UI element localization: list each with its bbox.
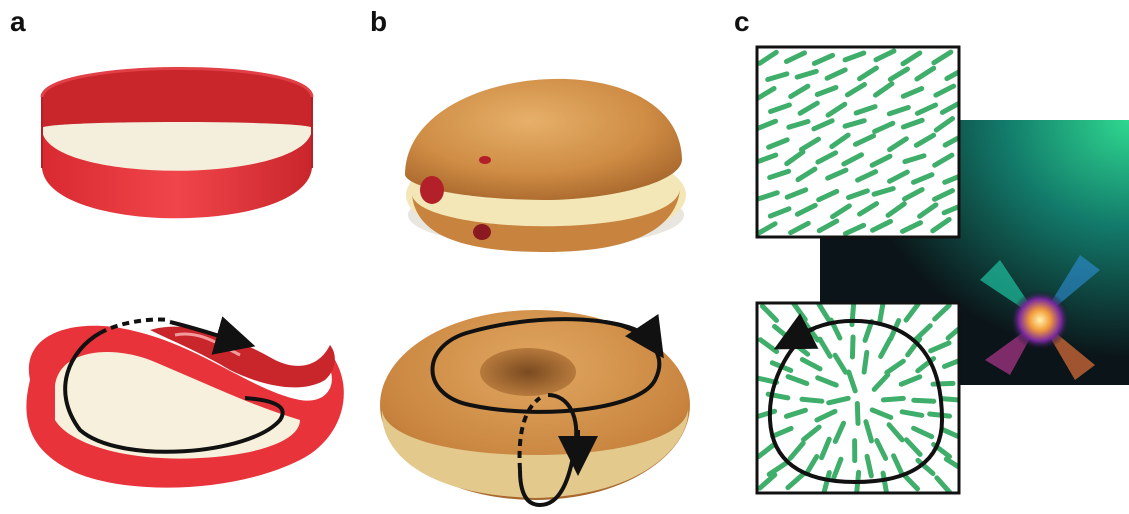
director-rod — [914, 400, 934, 401]
defect-director-field — [756, 303, 964, 493]
director-rod — [883, 473, 887, 493]
director-rod — [864, 352, 867, 372]
director-rod — [930, 414, 950, 416]
cylindrical-band — [42, 68, 312, 218]
director-rod — [852, 337, 853, 357]
director-rod — [883, 398, 903, 400]
mobius-strip — [26, 326, 343, 488]
director-rod — [857, 403, 858, 423]
director-rod — [879, 304, 882, 324]
uniform-director-field — [757, 47, 964, 237]
director-rod — [933, 383, 953, 384]
director-rod — [802, 399, 822, 401]
director-rod — [902, 412, 922, 416]
jelly-donut — [405, 79, 686, 252]
